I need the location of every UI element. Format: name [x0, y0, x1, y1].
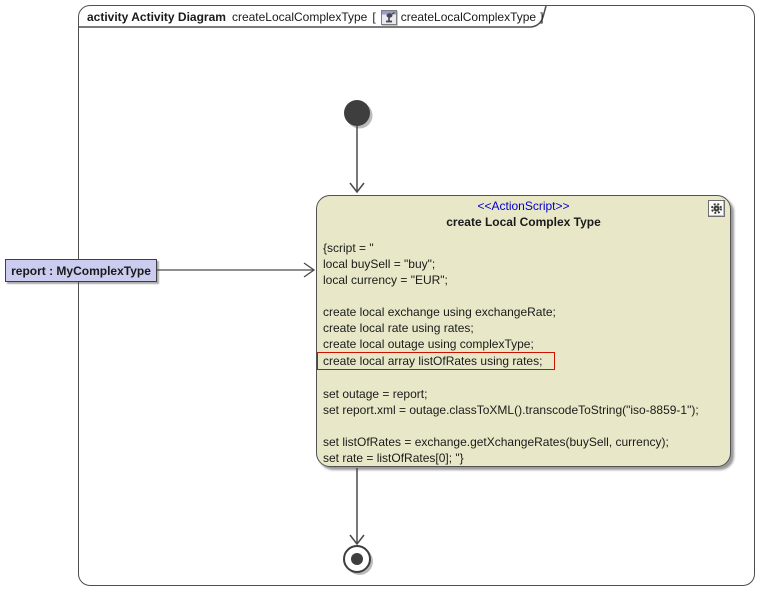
- initial-node[interactable]: [344, 100, 370, 126]
- script-line: [323, 418, 730, 434]
- input-parameter-text: report : MyComplexType: [11, 263, 151, 278]
- activity-diagram-icon: [380, 9, 397, 25]
- frame-tab-outline: [79, 5, 547, 28]
- script-line: [323, 370, 730, 386]
- script-line: create local exchange using exchangeRate…: [323, 305, 556, 319]
- arrowhead-down-2: [349, 534, 365, 546]
- frame-kind-label: activity Activity Diagram: [87, 10, 226, 24]
- script-line: create local rate using rates;: [323, 321, 474, 335]
- script-line: create local outage using complexType;: [323, 337, 534, 351]
- control-flow-action-to-final[interactable]: [349, 468, 365, 546]
- frame-close-bracket: ]: [540, 10, 544, 24]
- arrowhead-right: [303, 262, 316, 278]
- script-line: set rate = listOfRates[0]; "}: [323, 451, 464, 465]
- activity-final-node-dot: [351, 553, 363, 565]
- frame-context-name: createLocalComplexType: [231, 10, 368, 24]
- script-line-highlighted: create local array listOfRates using rat…: [317, 352, 555, 370]
- action-node-create-local-complex-type[interactable]: <<ActionScript>> create Local Complex Ty…: [316, 195, 731, 467]
- frame-diagram-name: createLocalComplexType: [400, 10, 537, 24]
- frame-tab[interactable]: activity Activity Diagram createLocalCom…: [87, 9, 543, 25]
- arrowhead-down-1: [349, 182, 365, 194]
- control-flow-initial-to-action[interactable]: [349, 126, 365, 194]
- diagram-frame: [78, 5, 755, 586]
- script-line: set outage = report;: [323, 387, 428, 401]
- script-line: local buySell = "buy";: [323, 257, 436, 271]
- input-parameter-label[interactable]: report : MyComplexType: [5, 259, 157, 282]
- script-body: {script = " local buySell = "buy"; local…: [317, 240, 730, 466]
- script-line: [323, 288, 730, 304]
- script-line: {script = ": [323, 241, 374, 255]
- script-line: set report.xml = outage.classToXML().tra…: [323, 403, 699, 417]
- script-line: local currency = "EUR";: [323, 273, 448, 287]
- gear-icon: [708, 200, 725, 217]
- script-line: set listOfRates = exchange.getXchangeRat…: [323, 435, 669, 449]
- stereotype-label: <<ActionScript>>: [477, 199, 570, 213]
- frame-open-bracket: [: [372, 10, 376, 24]
- object-flow-report-to-action[interactable]: [157, 262, 316, 278]
- action-node-title: create Local Complex Type: [446, 215, 601, 229]
